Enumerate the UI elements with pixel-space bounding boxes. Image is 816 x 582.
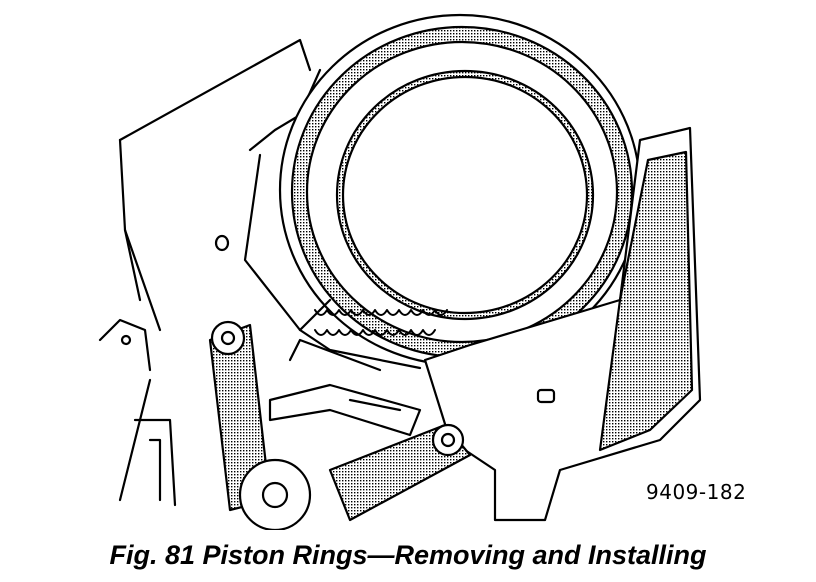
engine-block-outline xyxy=(98,38,312,507)
figure-caption: Fig. 81 Piston Rings—Removing and Instal… xyxy=(109,540,707,570)
tool-pivot xyxy=(238,338,422,530)
figure-number: 9409-182 xyxy=(646,480,747,504)
expander-spring xyxy=(314,309,448,336)
piston-ring-tool-illustration xyxy=(98,13,702,530)
tool-handle-left xyxy=(208,320,272,512)
tool-handle-right xyxy=(328,423,472,522)
piston xyxy=(243,13,642,370)
tool-jaw-plate xyxy=(423,126,702,522)
